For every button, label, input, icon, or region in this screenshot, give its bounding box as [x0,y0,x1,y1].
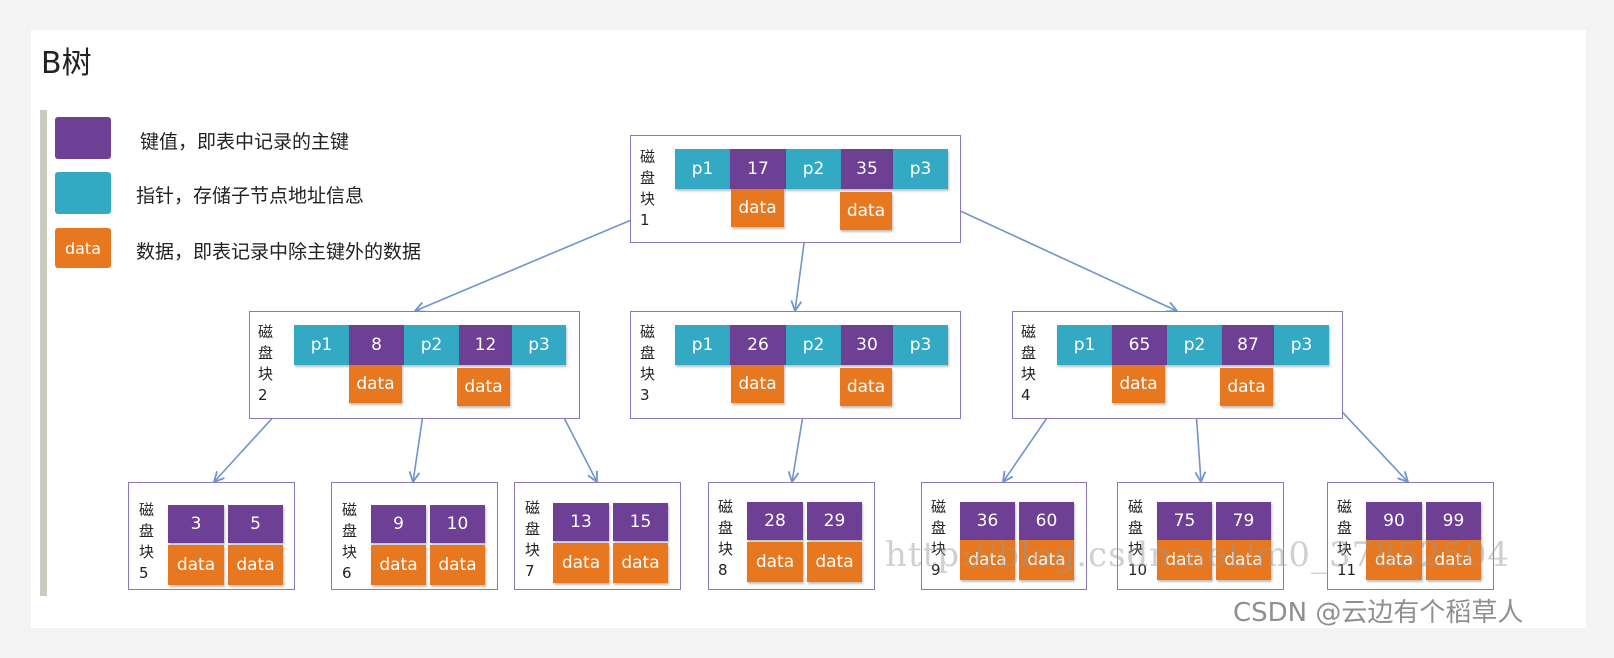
block7-key-13: 13 [553,503,609,541]
block8-key-29: 29 [807,502,862,540]
block2-p3: p3 [512,325,566,365]
block7-data-2: data [613,543,668,583]
block3-key-30: 30 [841,325,893,365]
legend-data-swatch: data [55,228,111,268]
block4-key-87: 87 [1222,325,1274,365]
block5-data-1: data [168,545,224,585]
block5-data-2: data [228,545,283,585]
block2-p2: p2 [404,325,459,365]
block9-data-1: data [960,540,1015,580]
block1-p2: p2 [786,149,841,189]
block4-key-65: 65 [1112,325,1167,365]
block5-key-3: 3 [168,505,224,543]
legend-pointer-swatch [55,172,111,214]
legend-key-text: 键值，即表中记录的主键 [140,131,350,153]
block10-key-79: 79 [1216,502,1271,540]
block1-p3: p3 [893,149,948,189]
page-title: B树 [41,46,92,81]
legend-data-text: 数据，即表记录中除主键外的数据 [136,241,422,263]
block11-data-1: data [1366,540,1422,580]
block2-key-8: 8 [349,325,404,365]
watermark-url: http://blog.csdn.net/m0_37852504 [885,535,1511,575]
block2-data-1: data [349,365,402,403]
block9-data-2: data [1019,540,1074,580]
legend-key-swatch [55,117,111,159]
block6-key-9: 9 [371,505,426,543]
block3-p2: p2 [786,325,841,365]
block7-key-15: 15 [613,503,668,541]
block10-key-75: 75 [1157,502,1212,540]
block3-data-1: data [731,365,784,403]
block9-key-36: 36 [960,502,1015,540]
block1-key-35: 35 [841,149,893,189]
block10-data-2: data [1216,540,1271,580]
block1-data-1: data [731,189,784,227]
block11-data-2: data [1426,540,1481,580]
watermark-csdn: CSDN @云边有个稻草人 [1233,598,1524,628]
block11-key-90: 90 [1366,502,1422,540]
block3-data-2: data [840,368,892,406]
block1-p1: p1 [675,149,730,189]
block5-key-5: 5 [228,505,283,543]
block6-key-10: 10 [430,505,485,543]
block4-data-1: data [1112,365,1165,403]
block10-data-1: data [1157,540,1212,580]
block11-key-99: 99 [1426,502,1481,540]
block1-data-2: data [840,192,892,230]
block8-data-1: data [747,542,803,582]
block4-p3: p3 [1274,325,1329,365]
block6-data-2: data [430,545,485,585]
block2-data-2: data [457,368,510,406]
block8-data-2: data [807,542,862,582]
block3-p1: p1 [675,325,730,365]
block1-key-17: 17 [730,149,786,189]
block9-key-60: 60 [1019,502,1074,540]
block4-p1: p1 [1057,325,1112,365]
block2-p1: p1 [294,325,349,365]
block7-data-1: data [553,543,609,583]
block3-p3: p3 [893,325,948,365]
legend-pointer-text: 指针，存储子节点地址信息 [136,185,365,207]
block6-data-1: data [371,545,426,585]
block8-key-28: 28 [747,502,803,540]
block2-key-12: 12 [459,325,512,365]
block3-key-26: 26 [730,325,786,365]
block4-p2: p2 [1167,325,1222,365]
block4-data-2: data [1220,368,1273,406]
